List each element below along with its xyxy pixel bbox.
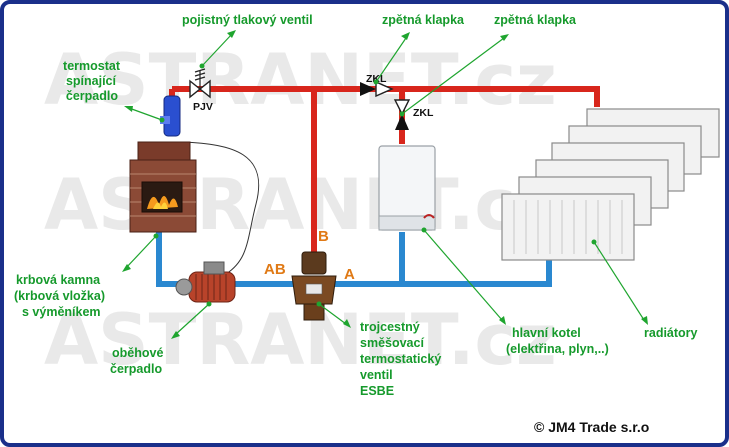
port-b: B [318,228,329,245]
watermark: ASTRANET.cz ASTRANET.cz ASTRANET.cz [44,39,557,381]
cold-stove-return [156,232,294,287]
label-mixing-5: ESBE [360,384,394,398]
label-boiler-1: hlavní kotel [512,326,581,340]
label-mixing-3: termostatický [360,352,441,366]
label-mixing-1: trojcestný [360,320,420,334]
leader-lines [122,30,648,339]
heating-schematic: ASTRANET.cz ASTRANET.cz ASTRANET.cz [14,13,720,435]
thermostat-icon [160,95,181,137]
safety-valve-icon [189,68,211,99]
thermostat-wire [181,141,260,275]
radiator-icon [501,108,720,261]
port-a: A [344,266,355,283]
label-check-valve-1: zpětná klapka [382,13,465,27]
label-mixing-4: ventil [360,368,393,382]
label-thermostat-2: spínající [66,74,117,88]
label-check-valve-2: zpětná klapka [494,13,577,27]
label-mixing-2: směšovací [360,336,424,350]
watermark-row-1: ASTRANET.cz [44,39,557,121]
watermark-row-3: ASTRANET.cz [44,299,557,381]
boiler-icon [378,145,436,231]
check-valve-2-icon [393,99,411,130]
label-thermostat-1: termostat [63,59,121,73]
label-radiators: radiátory [644,326,698,340]
copyright: © JM4 Trade s.r.o [534,419,649,435]
component-labels: pojistný tlakový ventil zpětná klapka zp… [14,13,698,398]
label-safety-valve: pojistný tlakový ventil [182,13,313,27]
port-ab: AB [264,261,286,278]
label-stove-3: s výměníkem [22,305,101,319]
zkl-tag-1: ZKL [366,73,387,85]
mixing-valve-icon [291,251,337,321]
stove-icon [129,141,197,233]
label-pump-2: čerpadlo [110,362,162,376]
pjv-tag: PJV [193,101,213,113]
label-boiler-2: (elektřina, plyn,..) [506,342,609,356]
watermark-row-2: ASTRANET.cz [44,164,557,246]
label-pump-1: oběhové [112,346,163,360]
check-valve-icon [360,80,394,98]
cold-return-pipe [334,259,552,287]
zkl-tag-2: ZKL [413,107,434,119]
pump-icon [175,261,236,303]
cold-pipes [156,232,552,287]
label-stove-2: (krbová vložka) [14,289,105,303]
label-thermostat-3: čerpadlo [66,89,118,103]
label-stove-1: krbová kamna [16,273,101,287]
